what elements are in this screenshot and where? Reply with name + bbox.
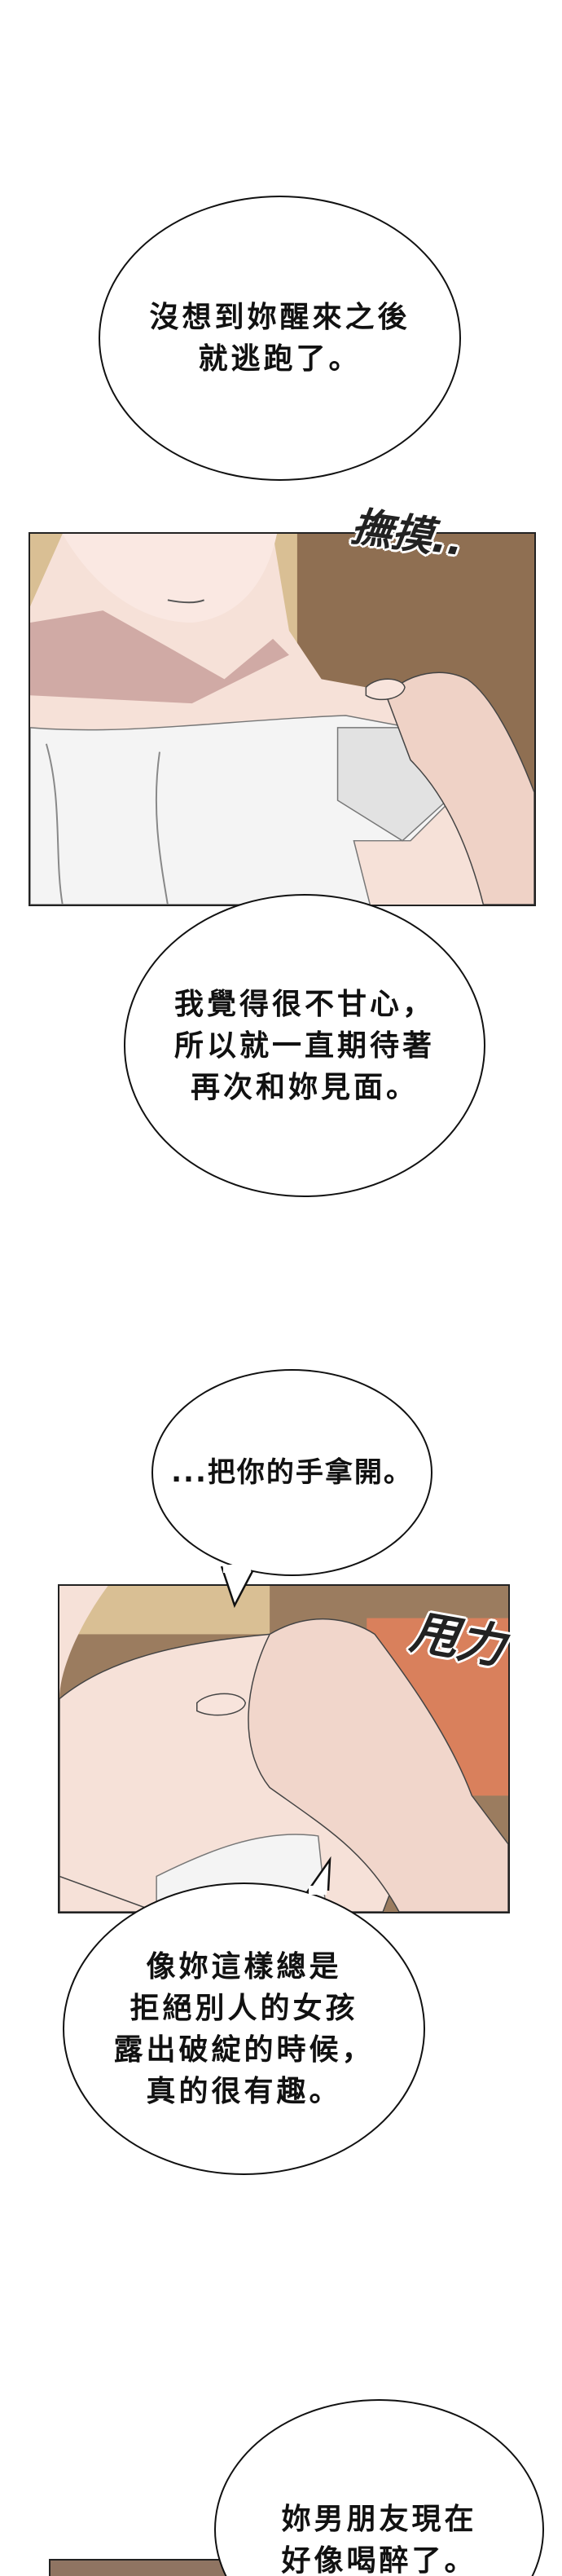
dialogue-line: 沒想到妳醒來之後 (149, 301, 411, 334)
dialogue-line: 我覺得很不甘心， (173, 987, 435, 1021)
dialogue-line: 拒絕別人的女孩 (130, 1991, 358, 2025)
dialogue-line: 就逃跑了。 (198, 342, 362, 376)
dialogue-line: 像妳這樣總是 (146, 1949, 342, 1984)
dialogue-line: 所以就一直期待著 (173, 1028, 435, 1063)
dialogue-line: ...把你的手拿開。 (171, 1455, 413, 1489)
speech-bubble-4: 像妳這樣總是 拒絕別人的女孩 露出破綻的時候， 真的很有趣。 (63, 1882, 425, 2175)
dialogue-line: 露出破綻的時候， (113, 2032, 375, 2067)
panel-shoulder-touch (29, 532, 536, 906)
speech-bubble-5: 妳男朋友現在 好像喝醉了。 (214, 2399, 544, 2576)
speech-bubble-1: 沒想到妳醒來之後 就逃跑了。 (99, 196, 461, 481)
dialogue-line: 真的很有趣。 (146, 2074, 342, 2108)
speech-bubble-3: ...把你的手拿開。 (151, 1369, 432, 1576)
bubble-3-tail (220, 1565, 254, 1609)
panel-illustration (30, 534, 534, 905)
speech-bubble-2: 我覺得很不甘心， 所以就一直期待著 再次和妳見面。 (124, 894, 485, 1197)
dialogue-line: 再次和妳見面。 (190, 1070, 419, 1104)
dialogue-line: 妳男朋友現在 (281, 2503, 477, 2536)
dialogue-line: 好像喝醉了。 (281, 2544, 477, 2576)
bubble-4-tail (305, 1856, 331, 1895)
